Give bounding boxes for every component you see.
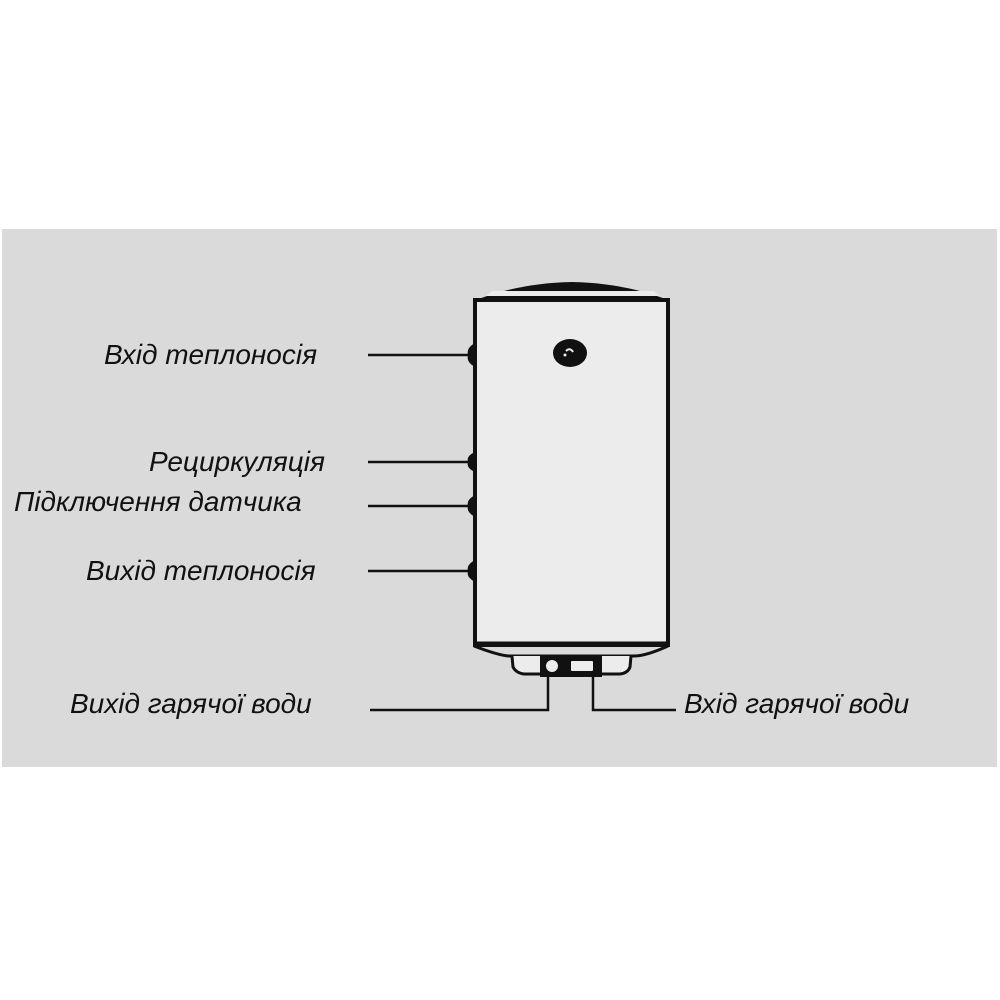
tank-top-cap [476,282,668,300]
tank-bottom-cap [473,641,670,677]
label-sensor-connection: Підключення датчика [14,486,302,517]
leader-lines [368,353,676,712]
label-heat-carrier-outlet: Вихід теплоносія [86,555,316,586]
thermometer-icon [553,339,587,367]
side-fittings [467,343,475,582]
label-hot-water-outlet: Вихід гарячої води [70,688,312,719]
label-hot-water-inlet: Вхід гарячої води [684,688,910,719]
label-heat-carrier-inlet: Вхід теплоносія [104,339,318,370]
label-recirculation: Рециркуляція [149,446,325,477]
